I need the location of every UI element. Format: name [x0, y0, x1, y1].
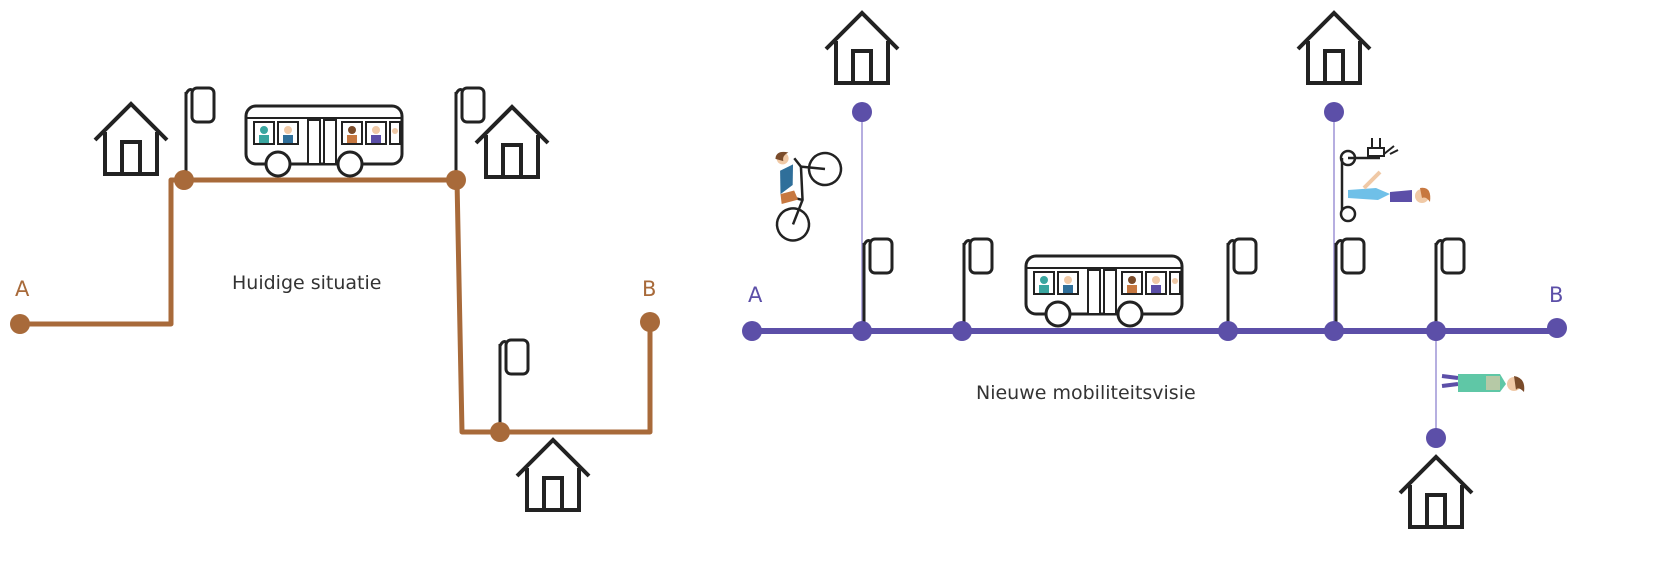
house-icon	[1398, 455, 1474, 529]
route-node	[1324, 102, 1344, 122]
end-label: B	[642, 277, 656, 301]
house-icon	[515, 438, 591, 512]
bus-stop-sign-icon	[454, 86, 486, 182]
route-node-stop	[952, 321, 972, 341]
route-node	[852, 102, 872, 122]
bus-stop-sign-icon	[184, 86, 216, 182]
route-node-stop	[490, 422, 510, 442]
current-situation-route	[20, 177, 653, 435]
start-label: A	[15, 277, 30, 301]
route-node	[1426, 428, 1446, 448]
bus-stop-sign-icon	[1434, 237, 1466, 333]
house-icon	[824, 11, 900, 85]
route-node-end	[640, 312, 660, 332]
route-node-stop	[174, 170, 194, 190]
route-node-stop	[446, 170, 466, 190]
house-icon	[474, 105, 550, 179]
route-node-stop	[1218, 321, 1238, 341]
route-node-stop	[852, 321, 872, 341]
house-icon	[1296, 11, 1372, 85]
e-scooter-rider-icon	[1339, 138, 1431, 223]
route-node-stop	[1426, 321, 1446, 341]
bus-stop-sign-icon	[962, 237, 994, 333]
bus-icon	[244, 104, 404, 178]
bus-stop-sign-icon	[498, 338, 530, 434]
route-node-start	[742, 321, 762, 341]
bus-icon	[1024, 254, 1184, 328]
bus-stop-sign-icon	[1226, 237, 1258, 333]
house-icon	[93, 102, 169, 176]
route-node-start	[10, 314, 30, 334]
right-caption: Nieuwe mobiliteitsvisie	[976, 382, 1196, 404]
pedestrian-icon	[1441, 374, 1525, 392]
left-caption: Huidige situatie	[232, 272, 381, 294]
cyclist-icon	[775, 151, 843, 242]
route-node-stop	[1324, 321, 1344, 341]
bus-stop-sign-icon	[862, 237, 894, 333]
bus-stop-sign-icon	[1334, 237, 1366, 333]
end-label: B	[1549, 283, 1563, 307]
start-label: A	[748, 283, 763, 307]
route-node-end	[1547, 318, 1567, 338]
